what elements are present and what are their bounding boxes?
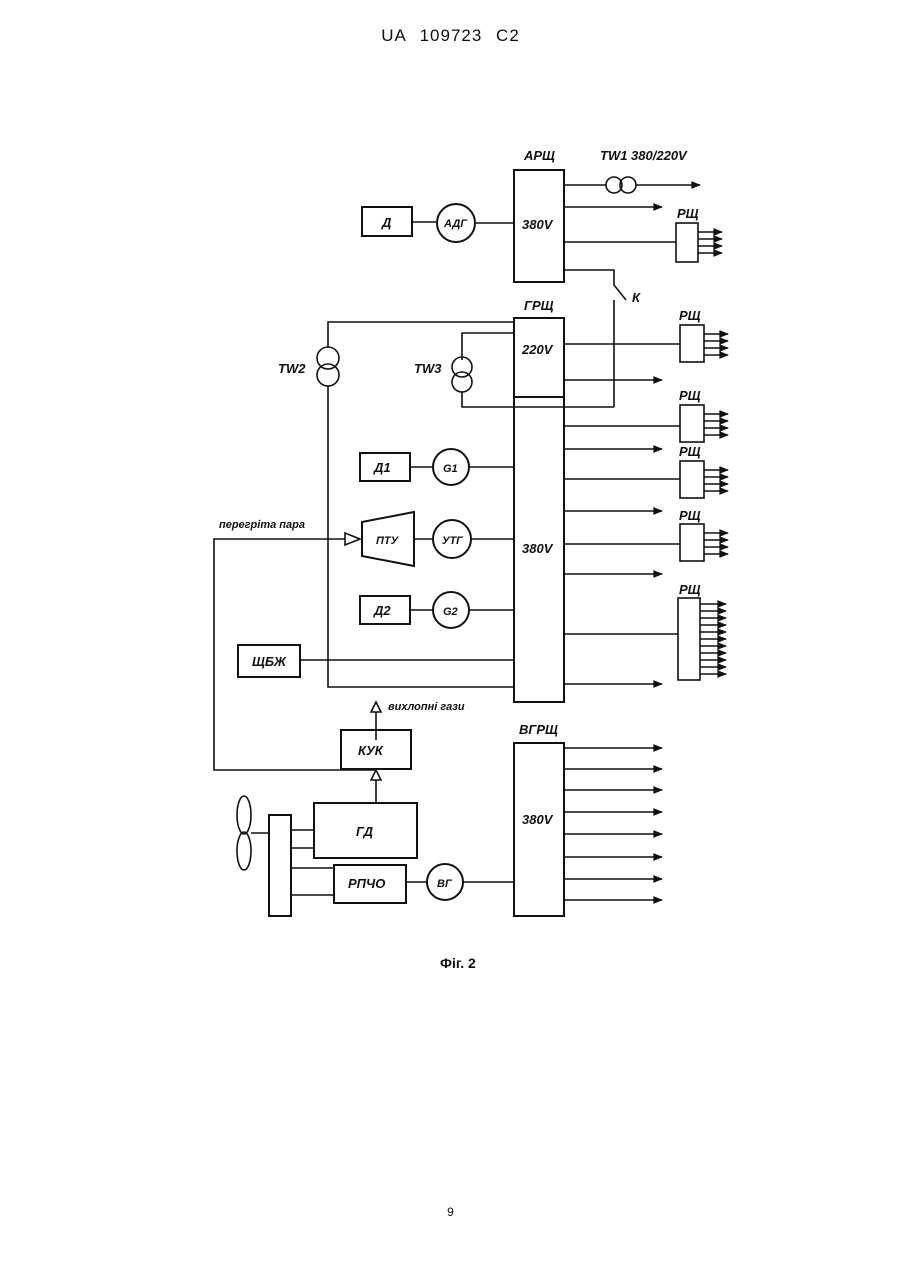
rsch1-label: РЩ <box>677 206 699 221</box>
tw2-label: TW2 <box>278 361 306 376</box>
arsch-label: АРЩ <box>523 148 555 163</box>
steam-label: перегріта пара <box>219 519 305 531</box>
tw2-transformer-b <box>317 364 339 386</box>
g2-label: G2 <box>443 606 458 618</box>
propeller-blade-upper <box>237 796 251 834</box>
switch-k-label: К <box>632 290 641 305</box>
rsch3-box <box>680 405 704 442</box>
kuk-inlet-valve <box>371 770 381 780</box>
rsch4-label: РЩ <box>679 444 701 459</box>
propeller-blade-lower <box>237 832 251 870</box>
adg-label: АДГ <box>443 218 468 230</box>
d2-label: Д2 <box>373 603 391 618</box>
kuk-label: КУК <box>358 743 384 758</box>
tw1-label: TW1 380/220V <box>600 148 688 163</box>
rsch6-label: РЩ <box>679 582 701 597</box>
arsch-voltage-label: 380V <box>522 217 554 232</box>
g1-label: G1 <box>443 463 458 475</box>
vgrsch-busbar <box>514 743 564 916</box>
exhaust-valve <box>371 702 381 712</box>
ptu-label: ПТУ <box>376 535 400 547</box>
grsch-220v-label: 220V <box>521 342 554 357</box>
tw2-transformer-a <box>317 347 339 369</box>
page-number: 9 <box>0 1205 901 1219</box>
rsch5-label: РЩ <box>679 508 701 523</box>
exhaust-label: вихлопні гази <box>388 701 465 713</box>
schbzh-label: ЩБЖ <box>252 654 287 669</box>
rsch5-box <box>680 524 704 561</box>
gd-label: ГД <box>356 824 374 839</box>
rsch4-box <box>680 461 704 498</box>
rsch1-box <box>676 223 698 262</box>
vg-label: ВГ <box>437 878 453 890</box>
rsch2-box <box>680 325 704 362</box>
rsch3-label: РЩ <box>679 388 701 403</box>
tw3-transformer-b <box>452 372 472 392</box>
grsch-label: ГРЩ <box>524 298 554 313</box>
shaft-block <box>269 815 291 916</box>
rsch2-label: РЩ <box>679 308 701 323</box>
rpcho-label: РПЧО <box>348 876 385 891</box>
d1-label: Д1 <box>373 460 391 475</box>
steam-valve <box>345 533 360 545</box>
rsch6-box <box>678 598 700 680</box>
figure-caption: Фіг. 2 <box>440 955 476 971</box>
vgrsch-label: ВГРЩ <box>519 722 558 737</box>
vgrsch-voltage-label: 380V <box>522 812 554 827</box>
grsch-220v-section <box>514 318 564 397</box>
tw3-label: TW3 <box>414 361 442 376</box>
grsch-380v-label: 380V <box>522 541 554 556</box>
utg-label: УТГ <box>442 535 464 547</box>
d-label: Д <box>381 215 392 230</box>
